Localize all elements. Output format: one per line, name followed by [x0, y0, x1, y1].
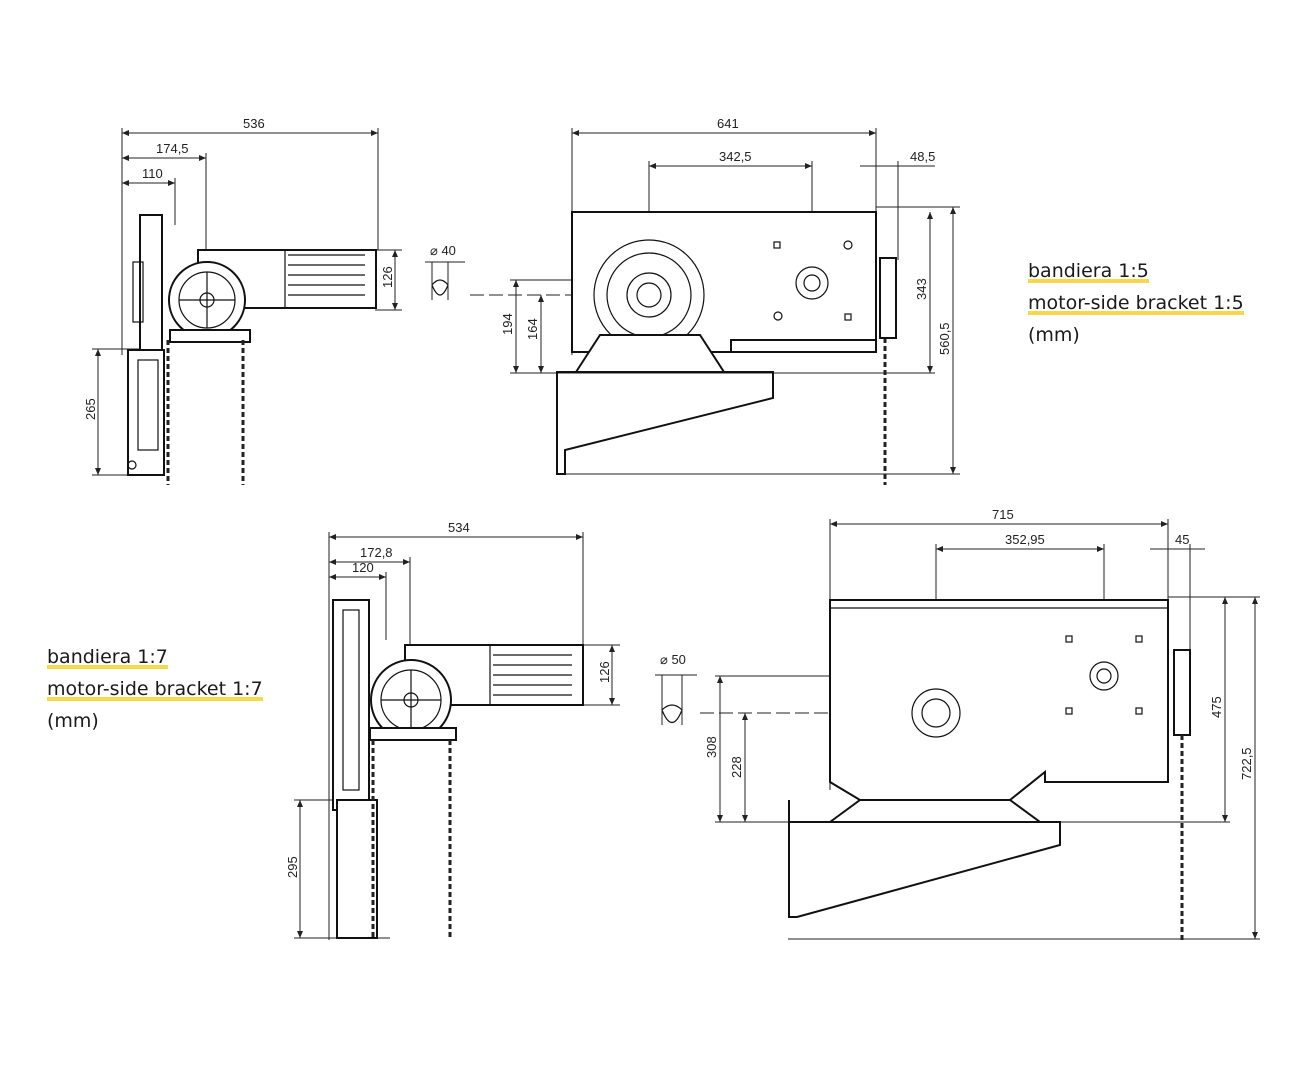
dim-536: 536: [243, 116, 265, 131]
dim-715: 715: [992, 507, 1014, 522]
dim-342-5: 342,5: [719, 149, 752, 164]
dim-48-5: 48,5: [910, 149, 935, 164]
top-left-view: 536 174,5 110 265 126: [83, 116, 402, 485]
caption-top-line3: (mm): [1028, 324, 1080, 346]
dim-295: 295: [285, 856, 300, 878]
caption-bottom-line3: (mm): [47, 710, 99, 732]
dim-641: 641: [717, 116, 739, 131]
top-right-view: 641 342,5 48,5 ⌀ 40 194 164 343 560,5: [425, 116, 960, 485]
dim-722-5: 722,5: [1239, 747, 1254, 780]
dim-126-top: 126: [380, 266, 395, 288]
dim-265: 265: [83, 398, 98, 420]
dim-174-5: 174,5: [156, 141, 189, 156]
dim-dia-40: ⌀ 40: [430, 243, 456, 258]
caption-bottom-line2: motor-side bracket 1:7: [47, 678, 263, 701]
dim-194: 194: [500, 313, 515, 335]
dim-45: 45: [1175, 532, 1189, 547]
bottom-right-view: 715 352,95 45 ⌀ 50 308 228 475 722,5: [655, 507, 1260, 940]
caption-top-line1: bandiera 1:5: [1028, 260, 1149, 283]
caption-bottom: bandiera 1:7 motor-side bracket 1:7 (mm): [47, 641, 263, 737]
dim-120: 120: [352, 560, 374, 575]
caption-top-line2: motor-side bracket 1:5: [1028, 292, 1244, 315]
dim-308: 308: [704, 736, 719, 758]
dim-172-8: 172,8: [360, 545, 393, 560]
caption-bottom-line1: bandiera 1:7: [47, 646, 168, 669]
dim-110: 110: [142, 166, 163, 181]
bottom-left-view: 534 172,8 120 295 126: [285, 520, 620, 940]
dim-560-5: 560,5: [937, 322, 952, 355]
dim-343: 343: [914, 278, 929, 300]
caption-top: bandiera 1:5 motor-side bracket 1:5 (mm): [1028, 255, 1244, 351]
dim-228: 228: [729, 756, 744, 778]
dim-352-95: 352,95: [1005, 532, 1045, 547]
dim-126-bottom: 126: [597, 661, 612, 683]
dim-dia-50: ⌀ 50: [660, 652, 686, 667]
dim-475: 475: [1209, 696, 1224, 718]
dim-164: 164: [525, 318, 540, 340]
dim-534: 534: [448, 520, 470, 535]
